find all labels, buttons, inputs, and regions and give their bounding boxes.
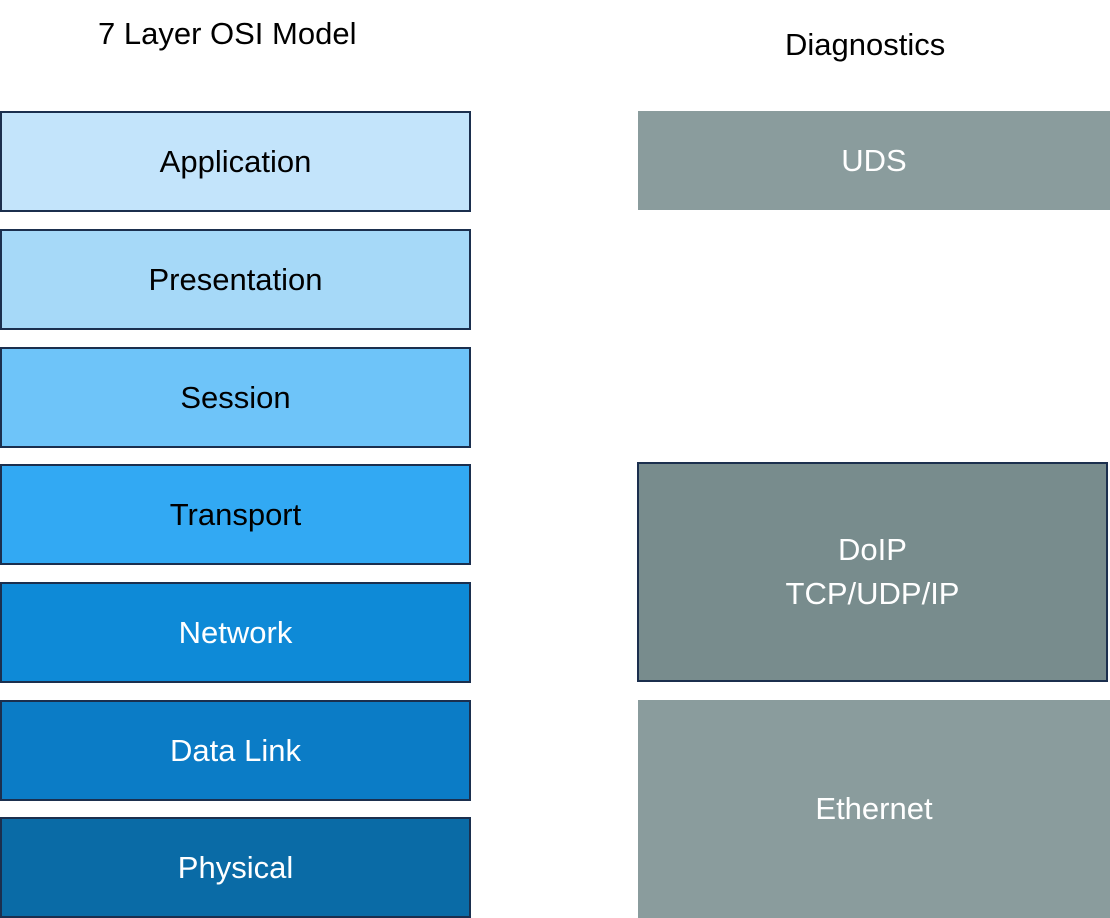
uds-label: UDS — [841, 142, 907, 178]
osi-layer-presentation: Presentation — [0, 229, 471, 330]
osi-layer-transport: Transport — [0, 464, 471, 565]
diagnostics-doip-box: DoIP TCP/UDP/IP — [637, 462, 1108, 682]
diagnostics-ethernet-box: Ethernet — [638, 700, 1110, 918]
osi-layer-physical: Physical — [0, 817, 471, 918]
osi-layer-label: Application — [159, 143, 312, 179]
diagnostics-uds-box: UDS — [638, 111, 1110, 210]
osi-layer-label: Network — [178, 614, 293, 650]
diagnostics-title: Diagnostics — [785, 27, 946, 62]
osi-layer-network: Network — [0, 582, 471, 683]
doip-label: DoIP — [838, 532, 907, 567]
osi-layer-label: Transport — [169, 496, 302, 532]
osi-layer-session: Session — [0, 347, 471, 448]
osi-layer-application: Application — [0, 111, 471, 212]
tcp-udp-ip-label: TCP/UDP/IP — [785, 576, 960, 611]
ethernet-label: Ethernet — [815, 791, 933, 826]
osi-layer-label: Data Link — [170, 732, 301, 768]
osi-layer-label: Physical — [177, 849, 294, 885]
osi-layer-label: Session — [180, 379, 291, 415]
osi-layer-data-link: Data Link — [0, 700, 471, 801]
osi-model-title: 7 Layer OSI Model — [98, 16, 357, 51]
osi-layer-label: Presentation — [148, 261, 323, 297]
